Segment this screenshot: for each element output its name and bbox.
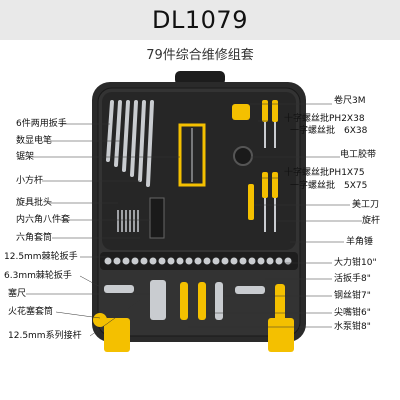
label-feeler-gauge: 塞尺 — [8, 289, 27, 299]
lower-tools — [93, 280, 285, 327]
label-utility-knife: 美工刀 — [352, 200, 380, 210]
header-bar — [0, 0, 400, 40]
label-screwdriver-bits: 旋具批头 — [16, 198, 53, 208]
electrical-tape-icon — [233, 146, 253, 166]
label-ratchet-12-5: 12.5mm棘轮扳手 — [4, 252, 78, 262]
label-needle-nose-pliers: 尖嘴钳6" — [334, 308, 371, 318]
label-phillips-ph1: 十字螺丝批PH1X75 — [284, 168, 365, 178]
bit-holder — [149, 197, 165, 239]
label-driver-handle: 旋杆 — [362, 216, 381, 226]
label-slotted-5x75: 一字螺丝批 5X75 — [290, 181, 368, 191]
label-phillips-ph2: 十字螺丝批PH2X38 — [284, 114, 365, 124]
tape-measure-icon — [232, 104, 250, 120]
latch-right — [268, 318, 294, 352]
label-tape-measure: 卷尺3M — [334, 96, 366, 106]
label-digital-test-pen: 数显电笔 — [16, 136, 53, 146]
model-code: DL1079 — [152, 6, 248, 34]
label-spark-plug-socket: 火花塞套筒 — [8, 307, 54, 317]
label-small-square-bar: 小方杆 — [16, 176, 44, 186]
utility-knife-icon — [248, 184, 254, 220]
label-combination-wrench: 6件两用扳手 — [16, 119, 67, 129]
wrench-set — [106, 100, 154, 187]
kit-title: 79件综合维修组套 — [146, 48, 254, 63]
socket-set — [104, 257, 292, 265]
label-hacksaw-frame: 锯架 — [16, 152, 35, 162]
latch-left — [104, 318, 130, 352]
hacksaw-icon — [178, 123, 206, 187]
label-extension-bar: 12.5mm系列接杆 — [8, 331, 82, 341]
label-hex-key-set: 内六角八件套 — [16, 215, 71, 225]
screwdriver-set — [262, 100, 278, 232]
label-locking-pliers: 大力钳10" — [334, 258, 377, 268]
label-hex-socket: 六角套筒 — [16, 233, 53, 243]
label-adjustable-wrench: 活扳手8" — [334, 274, 371, 284]
label-water-pump-pliers: 水泵钳8" — [334, 322, 371, 332]
label-combination-pliers: 钢丝钳7" — [334, 291, 371, 301]
label-electrical-tape: 电工胶带 — [340, 150, 377, 160]
label-ratchet-6-3: 6.3mm棘轮扳手 — [4, 271, 72, 281]
label-claw-hammer: 羊角锤 — [346, 237, 374, 247]
hex-key-set — [117, 210, 139, 232]
label-slotted-6x38: 一字螺丝批 6X38 — [290, 126, 368, 136]
leader-lines-left — [26, 123, 180, 337]
case-handle — [175, 71, 225, 85]
leader-lines-right — [188, 103, 362, 328]
